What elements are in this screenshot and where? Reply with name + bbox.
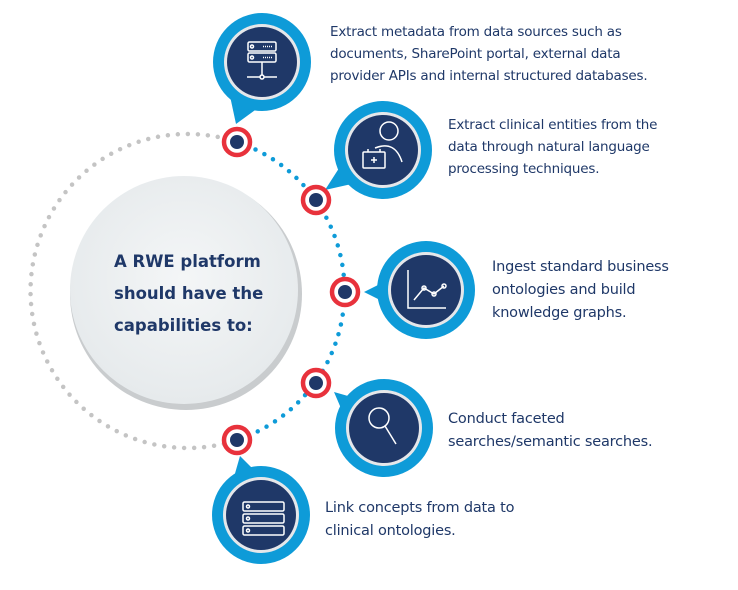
capability-2-text: Extract clinical entities from the data … <box>448 114 657 180</box>
caption-line: Conduct faceted <box>448 411 565 427</box>
capability-5-text: Link concepts from data to clinical onto… <box>325 497 514 543</box>
bubble-1 <box>213 13 311 124</box>
line-chart-icon <box>407 270 447 309</box>
person-medical-kit-icon <box>362 121 403 169</box>
marker-3 <box>329 276 361 308</box>
caption-line: ontologies and build <box>492 282 636 298</box>
magnifier-icon <box>368 407 397 445</box>
caption-line: processing techniques. <box>448 161 600 177</box>
marker-2 <box>300 184 332 216</box>
marker-4 <box>300 367 332 399</box>
caption-line: knowledge graphs. <box>492 305 627 321</box>
caption-line: Extract metadata from data sources such … <box>330 24 622 40</box>
caption-line: documents, SharePoint portal, external d… <box>330 46 621 62</box>
bubble-4 <box>334 379 433 477</box>
capability-4-text: Conduct faceted searches/semantic search… <box>448 408 653 454</box>
bubble-5 <box>212 456 310 564</box>
center-line: capabilities to: <box>114 316 253 335</box>
capability-3-text: Ingest standard business ontologies and … <box>492 256 669 325</box>
database-stack-icon <box>242 501 285 536</box>
caption-line: searches/semantic searches. <box>448 434 653 450</box>
center-line: should have the <box>114 284 264 303</box>
bubble-3 <box>364 241 475 339</box>
marker-5 <box>221 424 253 456</box>
caption-line: clinical ontologies. <box>325 523 456 539</box>
server-network-icon <box>247 41 277 80</box>
marker-1 <box>221 126 253 158</box>
caption-line: Ingest standard business <box>492 259 669 275</box>
bubble-2 <box>325 101 432 199</box>
blue-dotted-arc <box>234 139 347 443</box>
gray-dotted-arc <box>28 131 240 451</box>
caption-line: Link concepts from data to <box>325 500 515 516</box>
caption-line: data through natural language <box>448 139 650 155</box>
caption-line: Extract clinical entities from the <box>448 117 658 133</box>
capability-1-text: Extract metadata from data sources such … <box>330 21 648 87</box>
center-line: A RWE platform <box>114 252 261 271</box>
caption-line: provider APIs and internal structured da… <box>330 68 648 84</box>
center-heading: A RWE platform should have the capabilit… <box>114 246 263 342</box>
